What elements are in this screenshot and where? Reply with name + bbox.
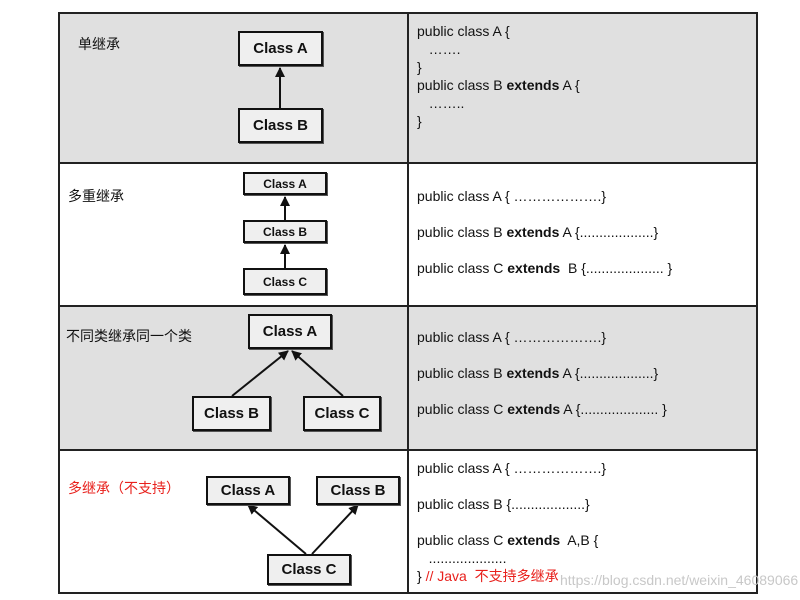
- row-label-multiple-inheritance: 多继承（不支持）: [68, 481, 180, 497]
- extends-keyword: extends: [506, 224, 560, 240]
- code-line: public class C extends B {..............…: [417, 259, 672, 277]
- code-line: } // Java 不支持多继承: [417, 567, 559, 585]
- code-text: public class C: [417, 260, 508, 276]
- code-line: }: [417, 113, 422, 129]
- code-line: public class A { ……………….}: [417, 188, 607, 204]
- code-line: public class A {: [417, 23, 510, 39]
- code-text: A {.................... }: [560, 401, 667, 417]
- code-line: …….: [417, 41, 461, 57]
- class-c-box: Class C: [267, 554, 351, 585]
- code-text: public class B: [417, 224, 507, 240]
- code-text: public class C: [417, 532, 508, 548]
- code-text: public class C: [417, 401, 508, 417]
- extends-keyword: extends: [507, 260, 561, 276]
- extends-keyword: extends: [507, 532, 561, 548]
- code-line: public class A { ……………….}: [417, 329, 607, 345]
- extends-keyword: extends: [506, 77, 560, 93]
- class-b-box: Class B: [316, 476, 400, 505]
- column-divider: [407, 12, 409, 594]
- class-b-box: Class B: [192, 396, 271, 431]
- class-a-box: Class A: [238, 31, 323, 66]
- row-label-single-inheritance: 单继承: [78, 37, 120, 53]
- code-line: ……..: [417, 95, 465, 111]
- code-line: public class B extends A {..............…: [417, 364, 658, 382]
- code-comment: // Java 不支持多继承: [425, 568, 559, 584]
- extends-keyword: extends: [507, 401, 561, 417]
- code-text: B {.................... }: [560, 260, 673, 276]
- code-text: }: [417, 568, 426, 584]
- code-line: public class B {...................}: [417, 496, 590, 512]
- code-text: A,B {: [560, 532, 599, 548]
- code-line: }: [417, 59, 422, 75]
- class-c-box: Class C: [243, 268, 327, 295]
- code-text: A {...................}: [559, 224, 659, 240]
- class-a-box: Class A: [206, 476, 290, 505]
- code-line: public class C extends A,B {: [417, 531, 598, 549]
- code-line: public class B extends A {: [417, 76, 580, 94]
- code-text: A {...................}: [559, 365, 659, 381]
- row-label-hierarchical-inheritance: 不同类继承同一个类: [66, 329, 192, 345]
- class-b-box: Class B: [238, 108, 323, 143]
- extends-keyword: extends: [506, 365, 560, 381]
- code-line: ....................: [417, 550, 507, 566]
- code-line: public class C extends A {..............…: [417, 400, 667, 418]
- code-text: public class B: [417, 365, 507, 381]
- code-text: public class B: [417, 77, 507, 93]
- class-a-box: Class A: [248, 314, 332, 349]
- class-c-box: Class C: [303, 396, 381, 431]
- class-b-box: Class B: [243, 220, 327, 243]
- code-line: public class B extends A {..............…: [417, 223, 658, 241]
- code-text: A {: [559, 77, 580, 93]
- watermark: https://blog.csdn.net/weixin_46089066: [560, 572, 799, 588]
- class-a-box: Class A: [243, 172, 327, 195]
- code-line: public class A { ……………….}: [417, 460, 607, 476]
- row-label-multilevel-inheritance: 多重继承: [68, 189, 124, 205]
